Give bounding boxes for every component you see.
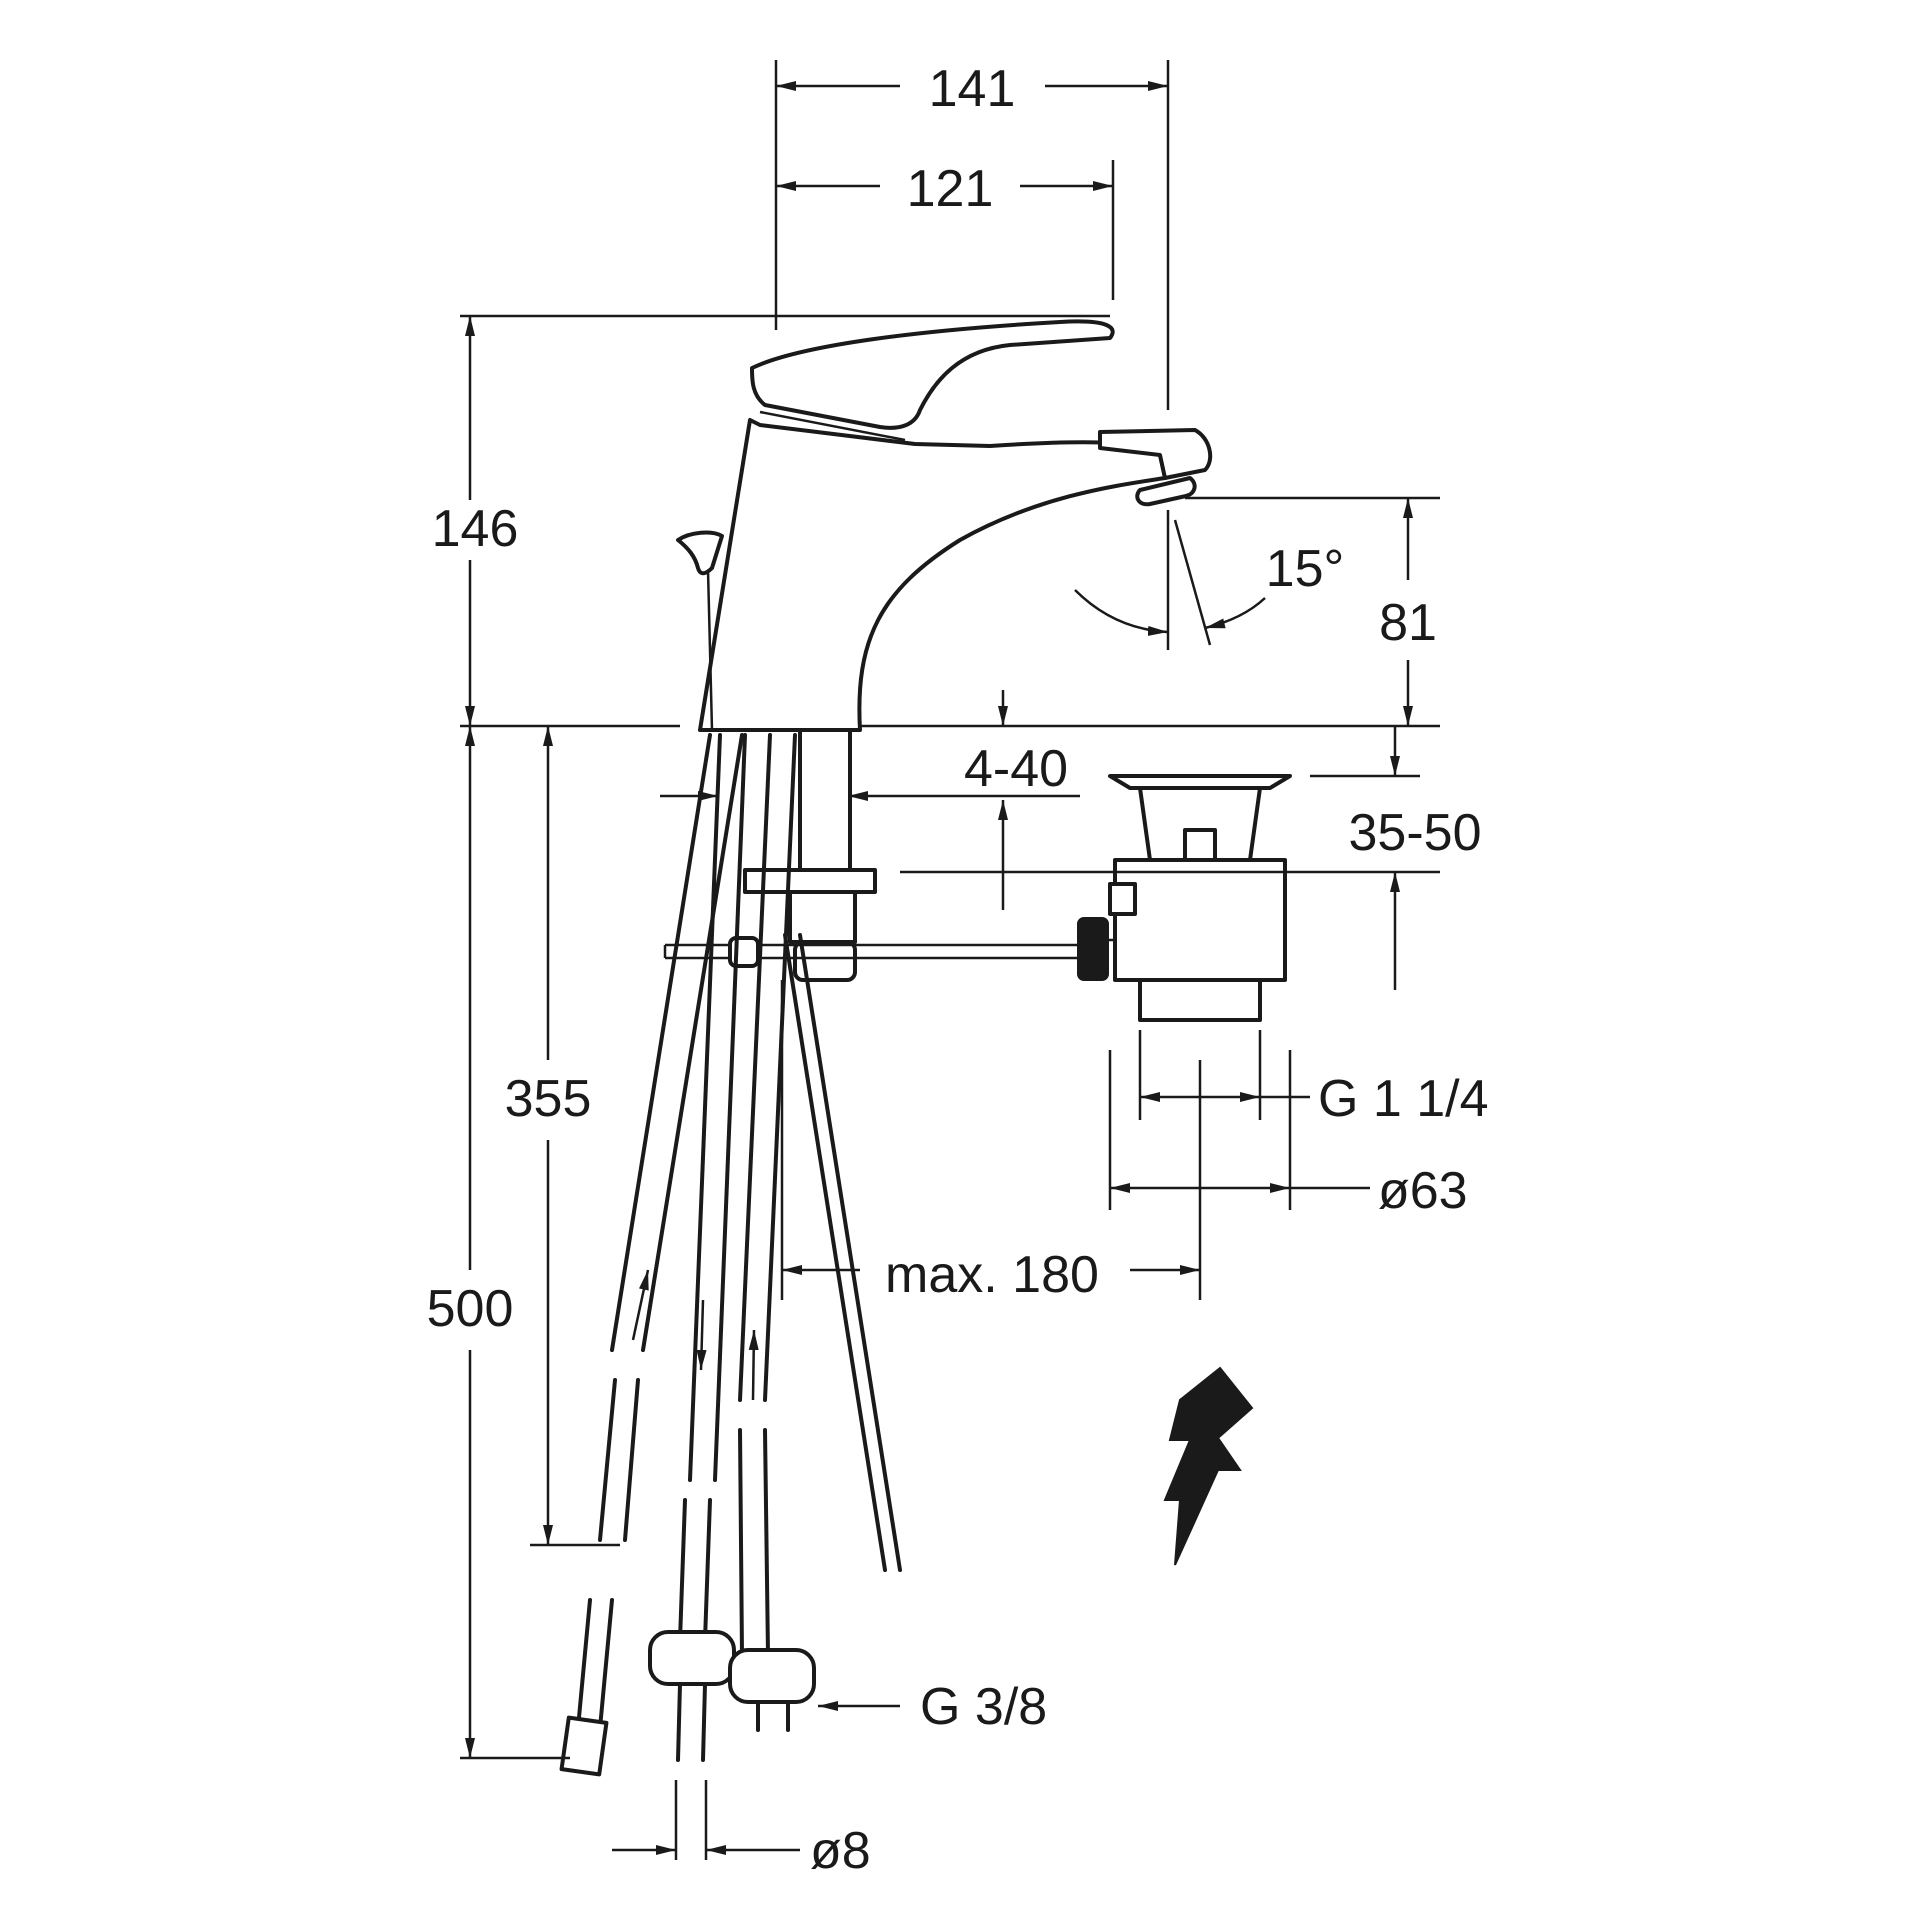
waste-port-boss (1108, 882, 1137, 916)
hose-right-lower (738, 1428, 770, 1657)
hose-mid-upper (688, 733, 747, 1482)
flow-arrow-up-left (631, 1269, 650, 1341)
popup-rod (665, 943, 1080, 960)
lever-base-line (759, 410, 906, 442)
dimension-labels: 141 121 146 15° 81 4-40 35-50 355 G 1 1/… (427, 60, 1489, 1880)
label-63: ø63 (1378, 1162, 1468, 1220)
flow-arrow-up-right (748, 1329, 759, 1401)
label-4-40: 4-40 (964, 740, 1068, 798)
popup-rod-down (783, 933, 902, 1572)
lever-handle (750, 319, 1115, 430)
hose-left-upper (610, 733, 744, 1352)
waste-lower (1138, 978, 1262, 1022)
hose-right-tail (756, 1700, 790, 1732)
hose-mid-nut (648, 1630, 736, 1686)
aerator (1135, 476, 1197, 507)
label-8: ø8 (810, 1822, 871, 1880)
hose-right-nut (728, 1648, 816, 1704)
dimension-lines (460, 60, 1440, 1860)
hose-right-upper (738, 733, 797, 1402)
dim-15-axis (1166, 510, 1212, 650)
label-355: 355 (505, 1070, 592, 1128)
waste-stem (1183, 828, 1217, 862)
label-max-180: max. 180 (885, 1246, 1099, 1304)
waste-fitting (1077, 774, 1292, 1022)
label-81: 81 (1379, 594, 1437, 652)
label-35-50: 35-50 (1349, 804, 1482, 862)
waste-rod-seal (1077, 917, 1109, 981)
dim-15-arc (1074, 589, 1169, 636)
waste-body (1113, 858, 1287, 982)
dim-15-arc-r (1204, 597, 1266, 630)
label-15-degree: 15° (1266, 540, 1345, 598)
extension-lines (460, 60, 1440, 1860)
label-146: 146 (432, 500, 519, 558)
faucet-body (698, 418, 1167, 732)
label-g114: G 1 1/4 (1318, 1070, 1489, 1128)
hose-mid-lower (678, 1498, 712, 1642)
popup-knob (676, 530, 724, 576)
label-141: 141 (929, 60, 1016, 118)
flow-arrow-down-mid (696, 1299, 707, 1371)
spout-tip (1098, 428, 1213, 480)
hose-mid-tail (676, 1682, 707, 1762)
popup-rod-top (706, 569, 714, 731)
waste-flange (1108, 774, 1292, 790)
hose-left-fitting (559, 1715, 609, 1777)
faucet (559, 319, 1213, 1777)
clevis-nut (793, 940, 857, 982)
label-g38: G 3/8 (920, 1678, 1047, 1736)
hose-left-lower (598, 1378, 640, 1542)
mounting-shank (798, 728, 852, 872)
lightning-bolt-icon (1163, 1366, 1254, 1566)
label-500: 500 (427, 1280, 514, 1338)
label-121: 121 (907, 160, 994, 218)
